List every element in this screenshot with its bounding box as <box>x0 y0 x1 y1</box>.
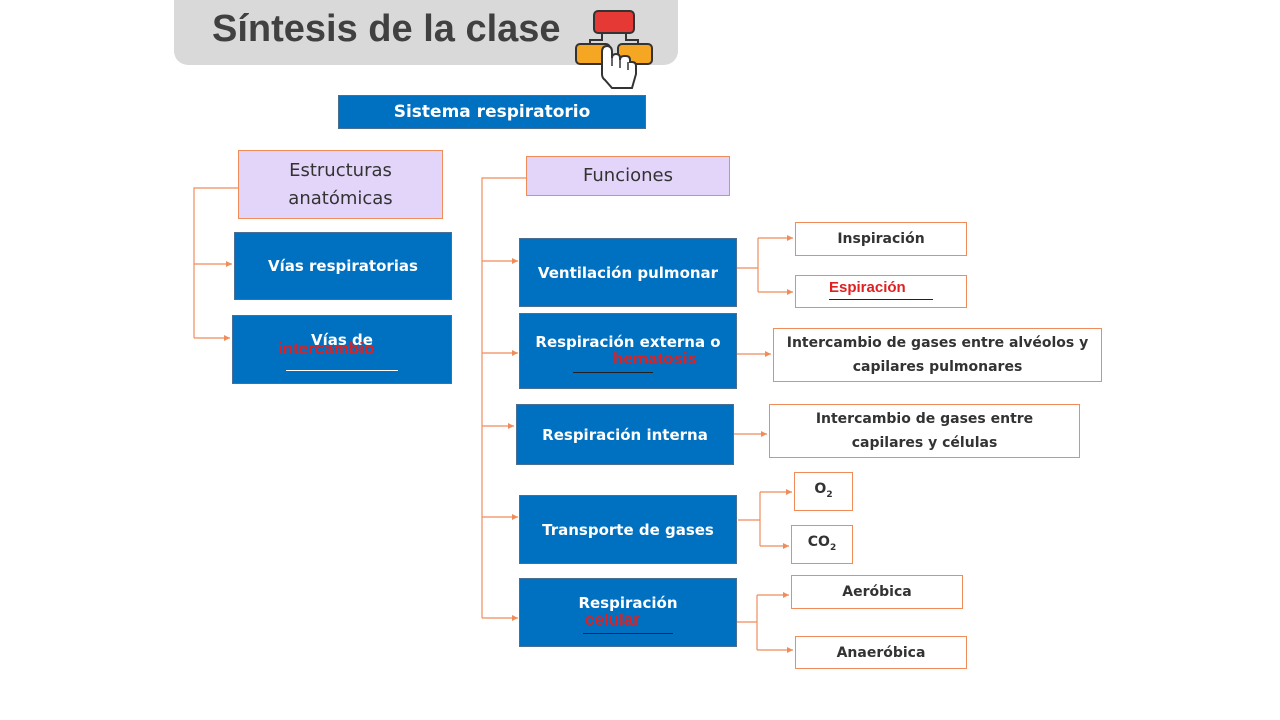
answer-text: intercambio <box>278 339 375 358</box>
answer-blank: Espiración <box>829 279 933 300</box>
o2-box: O2 <box>794 472 853 511</box>
answer-text: hematosis <box>613 348 698 368</box>
function-label: Transporte de gases <box>542 520 714 539</box>
structure-node-vias-respiratorias: Vías respiratorias <box>234 232 452 300</box>
answer-blank: hematosis <box>573 349 697 373</box>
flowchart-hand-icon <box>572 8 658 90</box>
aerobica-label: Aeróbica <box>842 584 912 600</box>
function-label: Respiración interna <box>542 425 708 444</box>
structure-label: Vías respiratorias <box>268 257 418 275</box>
structure-label: Vías de <box>311 331 373 349</box>
o2-base: O <box>814 480 827 497</box>
function-node-respiracion-interna: Respiración interna <box>516 404 734 465</box>
function-label: Ventilación pulmonar <box>537 263 719 282</box>
aerobica-box: Aeróbica <box>791 575 963 609</box>
answer-blank: intercambio <box>278 340 398 371</box>
structure-node-vias-intercambio: Vías de intercambio <box>232 315 452 384</box>
anaerobica-box: Anaeróbica <box>795 636 967 669</box>
root-node: Sistema respiratorio <box>338 95 646 129</box>
inspiracion-label: Inspiración <box>837 231 925 247</box>
functions-heading-label: Funciones <box>583 165 673 186</box>
co2-box: CO2 <box>791 525 853 564</box>
function-node-respiracion-externa: Respiración externa o hematosis <box>519 313 737 389</box>
function-label: Respiración <box>578 594 678 612</box>
co2-base: CO <box>807 533 830 550</box>
detail-label: Intercambio de gases entre capilares y c… <box>815 411 1034 451</box>
root-label: Sistema respiratorio <box>393 102 591 122</box>
inspiracion-box: Inspiración <box>795 222 967 256</box>
detail-label: Intercambio de gases entre alvéolos y ca… <box>786 335 1089 375</box>
answer-blank: celular <box>583 611 673 634</box>
answer-text: Espiración <box>829 279 906 296</box>
function-label: Respiración externa o <box>535 332 721 351</box>
espiracion-box: Espiración <box>795 275 967 308</box>
co2-subscript: 2 <box>829 542 837 553</box>
structures-heading: Estructuras anatómicas <box>238 150 443 219</box>
functions-heading: Funciones <box>526 156 730 196</box>
function-node-transporte: Transporte de gases <box>519 495 737 564</box>
o2-label: O2 <box>814 477 832 507</box>
answer-text: celular <box>585 610 640 629</box>
internal-detail-box: Intercambio de gases entre capilares y c… <box>769 404 1080 458</box>
co2-label: CO2 <box>808 530 836 560</box>
hematosis-detail-box: Intercambio de gases entre alvéolos y ca… <box>773 328 1102 382</box>
page-title: Síntesis de la clase <box>212 8 561 50</box>
function-node-ventilacion: Ventilación pulmonar <box>519 238 737 307</box>
anaerobica-label: Anaeróbica <box>836 644 926 661</box>
o2-subscript: 2 <box>826 489 833 500</box>
structures-heading-label: Estructuras anatómicas <box>288 159 393 209</box>
function-node-respiracion-celular: Respiración celular <box>519 578 737 647</box>
